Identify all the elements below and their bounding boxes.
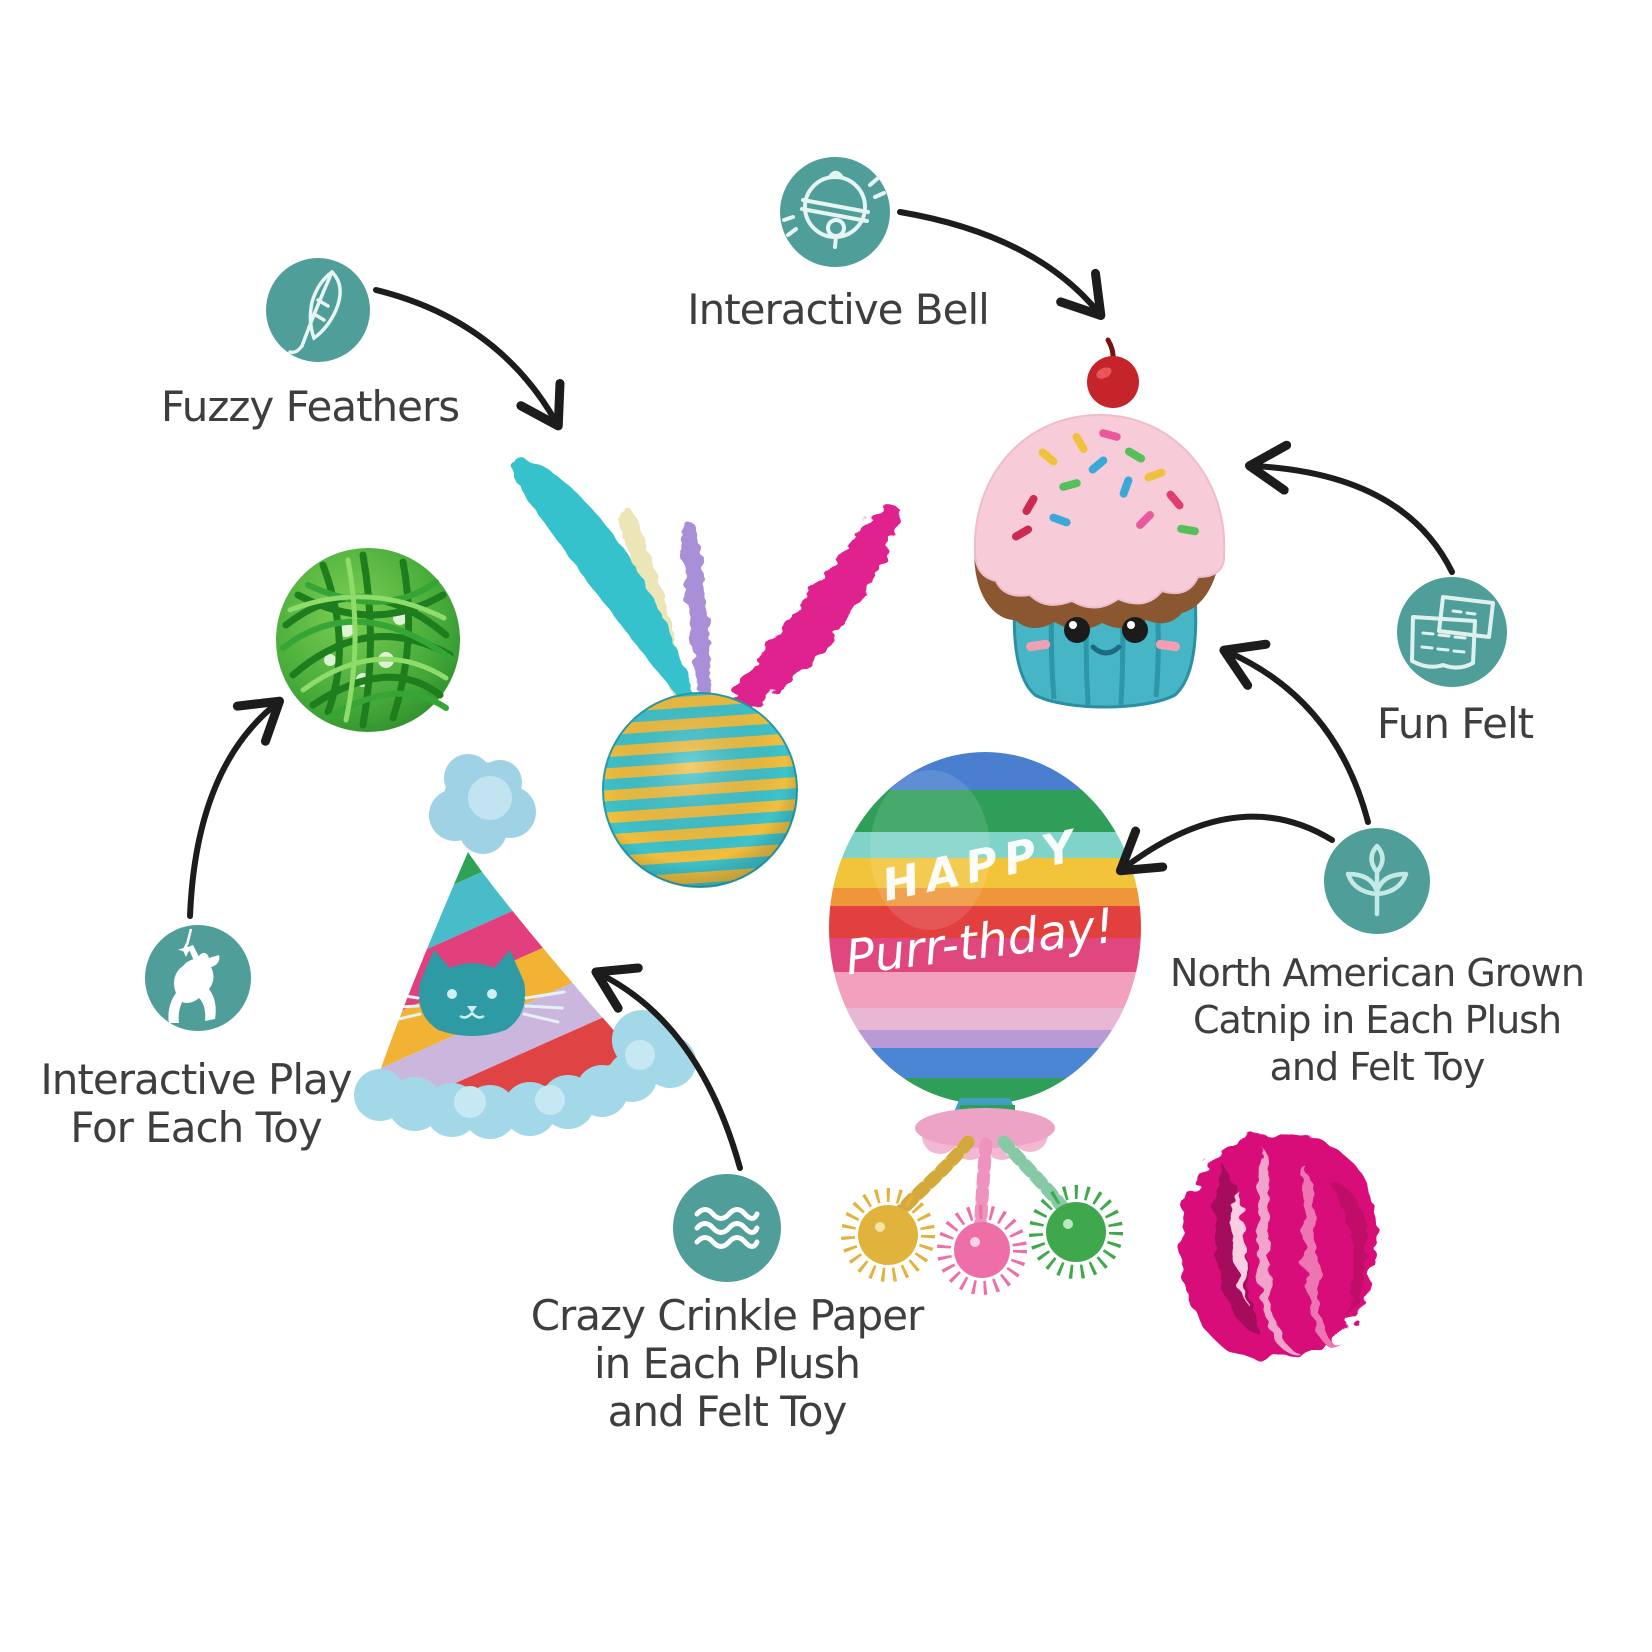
crinkle-waves-icon [694, 1207, 760, 1249]
fuzzy-feathers-badge [266, 258, 370, 362]
crinkle-ball-illustration [1180, 1133, 1377, 1360]
bell-icon [782, 170, 886, 249]
catnip-label: North American Grown Catnip in Each Plus… [1170, 951, 1585, 1089]
cat-play-icon [168, 928, 220, 1023]
fun-felt-label: Fun Felt [1376, 699, 1534, 748]
crinkle-badge [673, 1174, 781, 1282]
fun-felt-badge [1397, 577, 1507, 687]
felt-sheets-icon [1410, 595, 1495, 670]
balloon-ruffle [915, 1108, 1055, 1160]
cupcake-face [1026, 617, 1180, 656]
party-hat-illustration [354, 754, 696, 1139]
arrow-play-to-wicker-ball [187, 696, 285, 919]
catnip-badge [1324, 828, 1430, 934]
arrow-catnip-to-balloon [1115, 813, 1335, 876]
balloon-pom-poms [841, 1185, 1123, 1295]
cupcake-illustration [973, 337, 1226, 709]
feather-icon [288, 269, 342, 355]
fuzzy-feathers-label: Fuzzy Feathers [160, 382, 460, 431]
interactive-play-badge [145, 925, 251, 1031]
wicker-ball-illustration [276, 548, 460, 732]
balloon-illustration: HAPPY Purr-thday! [829, 752, 1141, 1295]
crinkle-label: Crazy Crinkle Paper in Each Plush and Fe… [530, 1291, 925, 1436]
hat-pom-pom [429, 754, 536, 854]
interactive-bell-label: Interactive Bell [687, 285, 990, 334]
sprinkles [1011, 429, 1199, 541]
interactive-play-label: Interactive Play For Each Toy [40, 1055, 352, 1152]
feather-ball-illustration [512, 459, 900, 888]
arrow-felt-to-cupcake [1245, 440, 1455, 575]
catnip-plant-icon [1345, 843, 1409, 917]
interactive-bell-badge [780, 157, 890, 267]
fuzzy-feathers [512, 459, 900, 727]
cherry [1087, 356, 1139, 408]
